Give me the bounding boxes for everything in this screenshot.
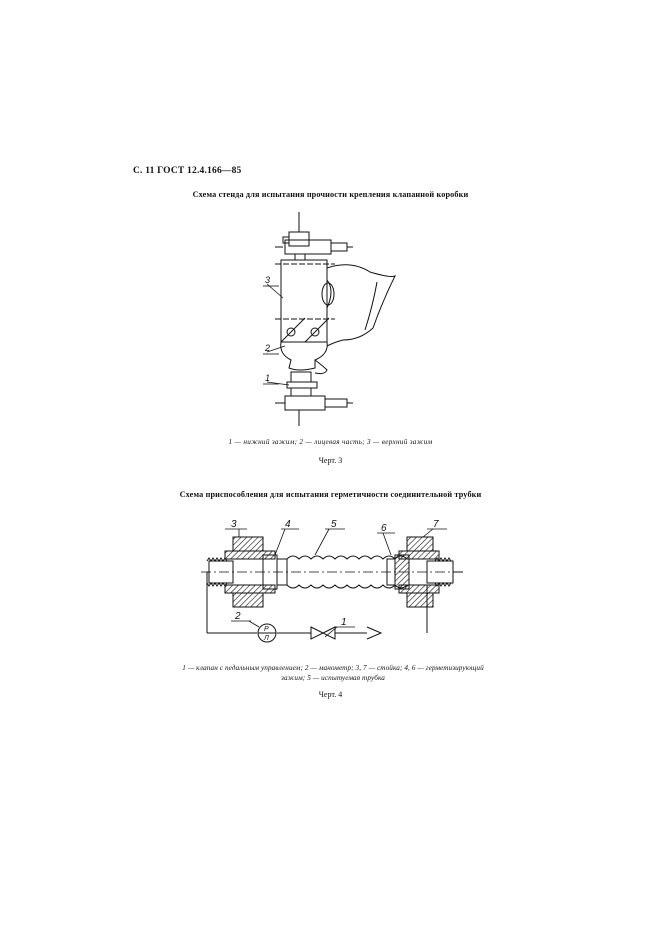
gauge-symbol: Р [264, 626, 269, 633]
fig3-callout-3: 3 [265, 275, 270, 285]
fig4-callout-5: 5 [331, 519, 337, 530]
figure4-caption-line1: 1 — клапан с педальным управлением; 2 — … [182, 664, 484, 672]
fig4-callout-6: 6 [381, 523, 387, 534]
page-header: С. 11 ГОСТ 12.4.166—85 [133, 166, 242, 176]
figure3-label: Черт. 3 [318, 456, 343, 465]
figure4-caption: 1 — клапан с педальным управлением; 2 — … [150, 663, 516, 683]
fig3-callout-2: 2 [264, 343, 270, 353]
figure4-title: Схема приспособления для испытания герме… [179, 490, 482, 499]
gauge-symbol-2: Л [263, 635, 269, 642]
figure4-caption-line2: зажим; 5 — испытуемая трубка [281, 674, 385, 682]
figure3-drawing: 3 2 1 [263, 212, 397, 426]
fig4-callout-3: 3 [231, 519, 237, 530]
figure3-caption: 1 — нижний зажим; 2 — лицевая часть; 3 —… [228, 438, 433, 446]
fig4-callout-2: 2 [234, 611, 241, 622]
fig3-callout-1: 1 [265, 373, 270, 383]
figure4-drawing: Р Л 3 4 5 6 7 2 1 [201, 519, 463, 643]
fig4-callout-4: 4 [285, 519, 291, 530]
figure3-title: Схема стенда для испытания прочности кре… [192, 190, 469, 199]
figure4-label: Черт. 4 [318, 690, 343, 699]
fig4-callout-1: 1 [341, 617, 347, 628]
fig4-callout-7: 7 [433, 519, 439, 530]
